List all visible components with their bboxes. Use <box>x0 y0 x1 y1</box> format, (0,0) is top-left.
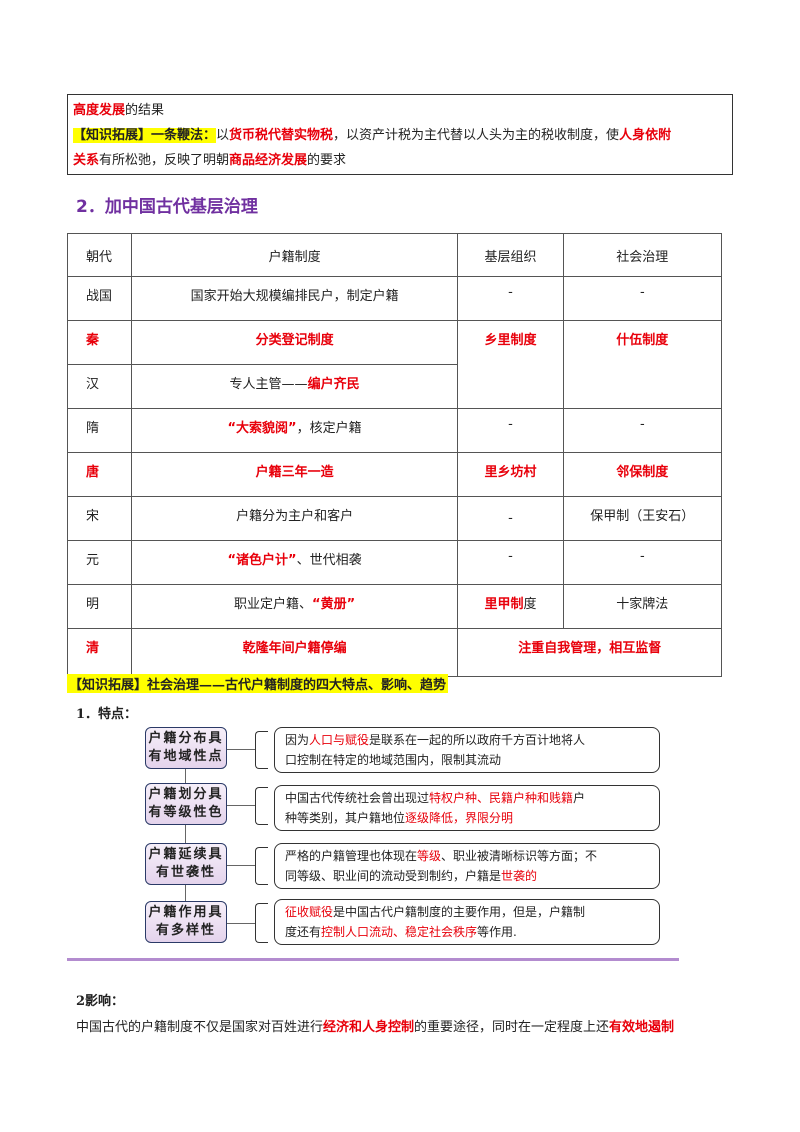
header-org: 基层组织 <box>457 233 564 277</box>
table-row: 战国 国家开始大规模编排民户，制定户籍 - - <box>67 276 723 321</box>
knowledge-tag: 【知识拓展】一条鞭法： <box>73 128 217 143</box>
feature-text-2: 中国古代传统社会曾出现过特权户种、民籍户种和贱籍户 种等类别，其户籍地位逐级降低… <box>274 785 660 831</box>
table-row: 元 “诸色户计”、世代相袭 - - <box>67 540 723 585</box>
influence-paragraph: 中国古代的户籍制度不仅是国家对百姓进行经济和人身控制的重要途径，同时在一定程度上… <box>76 1020 675 1035</box>
table-row: 明 职业定户籍、“黄册” 里甲制度 十家牌法 <box>67 584 723 629</box>
box-line-1: 高度发展的结果 <box>73 103 165 118</box>
feature-text-3: 严格的户籍管理也体现在等级、职业被清晰标识等方面；不 同等级、职业间的流动受到制… <box>274 843 660 889</box>
header-dynasty: 朝代 <box>67 233 132 277</box>
feature-label-1: 户籍分布具有地域性点 <box>145 727 227 769</box>
connector-line <box>185 825 186 843</box>
divider <box>67 958 679 961</box>
table-row: 隋 “大索貌阅”，核定户籍 - - <box>67 408 723 453</box>
connector-line <box>227 805 255 806</box>
influence-heading: 2影响： <box>76 994 125 1009</box>
connector-line <box>227 749 255 750</box>
box-line-3: 关系有所松弛，反映了明朝商品经济发展的要求 <box>73 153 347 168</box>
table-header-row: 朝代 户籍制度 基层组织 社会治理 <box>67 233 723 277</box>
bracket <box>255 903 268 943</box>
features-diagram: 户籍分布具有地域性点 因为人口与赋役是联系在一起的所以政府千方百计地将人 口控制… <box>140 725 680 955</box>
section-title: 2．加中国古代基层治理 <box>76 197 258 217</box>
box-line-2: 【知识拓展】一条鞭法：以货币税代替实物税，以资产计税为主代替以人头为主的税收制度… <box>73 128 672 143</box>
huji-table: 朝代 户籍制度 基层组织 社会治理 战国 国家开始大规模编排民户，制定户籍 - … <box>67 233 723 677</box>
knowledge-expand-heading: 【知识拓展】社会治理——古代户籍制度的四大特点、影响、趋势 <box>67 674 449 693</box>
feature-label-3: 户籍延续具有世袭性 <box>145 843 227 885</box>
connector-line <box>185 885 186 901</box>
table-row: 清 乾隆年间户籍停编 注重自我管理，相互监督 <box>67 628 722 677</box>
bracket <box>255 787 268 825</box>
table-row: 宋 户籍分为主户和客户 - 保甲制（王安石） <box>67 496 723 541</box>
table-row: 唐 户籍三年一造 里乡坊村 邻保制度 <box>67 452 723 497</box>
feature-label-2: 户籍划分具有等级性色 <box>145 783 227 825</box>
knowledge-box: 高度发展的结果 【知识拓展】一条鞭法：以货币税代替实物税，以资产计税为主代替以人… <box>67 94 733 175</box>
features-heading: 1．特点： <box>76 707 138 722</box>
table-row: 秦 分类登记制度 乡里制度 什伍制度 <box>67 320 723 409</box>
feature-text-4: 征收赋役是中国古代户籍制度的主要作用，但是，户籍制 度还有控制人口流动、稳定社会… <box>274 899 660 945</box>
feature-text-1: 因为人口与赋役是联系在一起的所以政府千方百计地将人 口控制在特定的地域范围内，限… <box>274 727 660 773</box>
feature-label-4: 户籍作用具有多样性 <box>145 901 227 943</box>
connector-line <box>227 865 255 866</box>
header-gov: 社会治理 <box>562 233 723 277</box>
bracket <box>255 847 268 885</box>
table-row: 汉 专人主管——编户齐民 <box>67 364 722 409</box>
bracket <box>255 731 268 769</box>
header-huji: 户籍制度 <box>130 233 459 277</box>
connector-line <box>185 769 186 783</box>
connector-line <box>227 923 255 924</box>
